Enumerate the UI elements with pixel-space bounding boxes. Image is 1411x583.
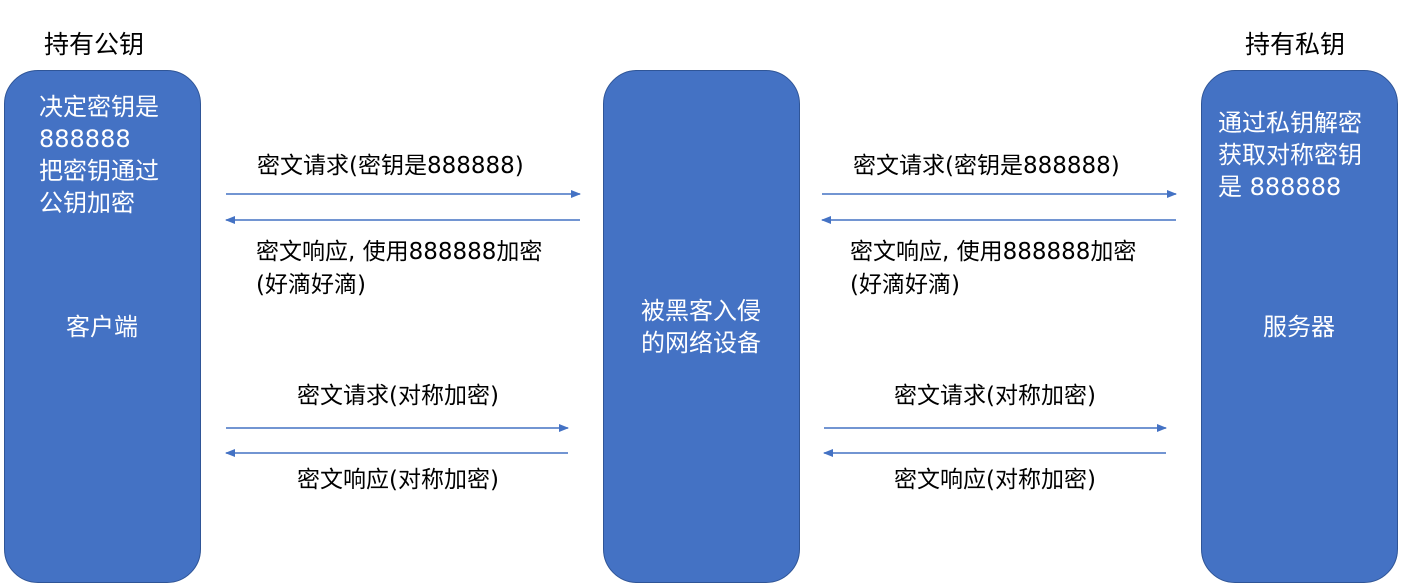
right-response-sym-label: 密文响应(对称加密) — [894, 467, 1096, 493]
client-box: 决定密钥是 888888 把密钥通过 公钥加密 客户端 — [4, 70, 201, 583]
client-top-label: 持有公钥 — [44, 30, 145, 59]
left-response-key-label: 密文响应, 使用888888加密 (好滴好滴) — [256, 239, 543, 298]
left-response-sym-label: 密文响应(对称加密) — [297, 467, 499, 493]
compromised-device-box: 被黑客入侵 的网络设备 — [603, 70, 800, 583]
right-request-key-label: 密文请求(密钥是888888) — [853, 153, 1120, 179]
left-request-key-label: 密文请求(密钥是888888) — [257, 153, 524, 179]
right-response-key-label: 密文响应, 使用888888加密 (好滴好滴) — [850, 239, 1137, 298]
server-box: 通过私钥解密 获取对称密钥 是 888888 服务器 — [1201, 70, 1398, 583]
right-request-sym-label: 密文请求(对称加密) — [894, 383, 1096, 409]
server-title: 服务器 — [1263, 313, 1335, 341]
server-note: 通过私钥解密 获取对称密钥 是 888888 — [1218, 109, 1362, 201]
server-top-label: 持有私钥 — [1245, 30, 1346, 59]
client-title: 客户端 — [66, 313, 138, 341]
left-request-sym-label: 密文请求(对称加密) — [297, 383, 499, 409]
client-note: 决定密钥是 888888 把密钥通过 公钥加密 — [39, 93, 159, 217]
compromised-device-title: 被黑客入侵 的网络设备 — [641, 297, 761, 357]
